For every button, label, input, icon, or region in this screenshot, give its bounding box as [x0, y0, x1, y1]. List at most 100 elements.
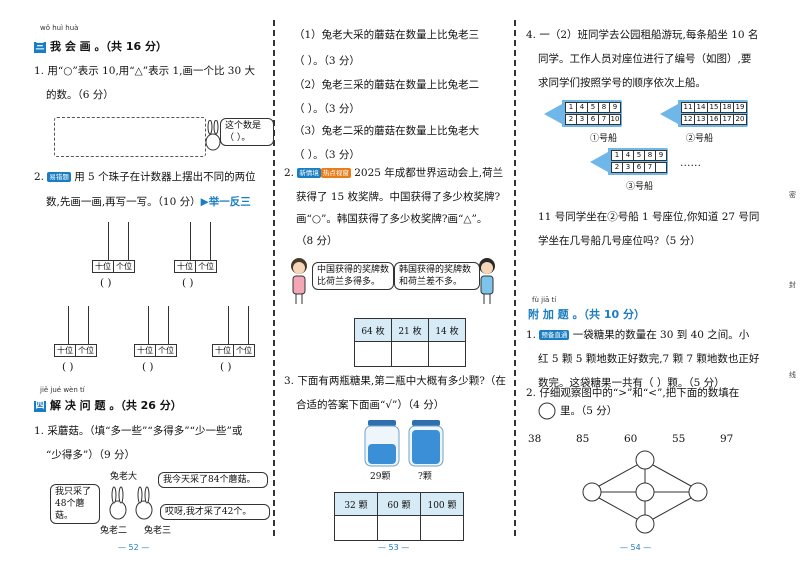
tens-label: 十位 [57, 346, 73, 355]
answer-cell[interactable] [334, 515, 378, 541]
candy-table: 32 颗 60 颗 100 颗 [334, 492, 464, 541]
tens-label: 十位 [215, 346, 231, 355]
seal-line-text: 封 [789, 281, 796, 289]
answer-bubble: 这个数是（ ）。 [220, 118, 274, 146]
abacus-base: 十位个位 [174, 260, 217, 273]
question-text: 11 号同学坐在②号船 1 号座位,你知道 27 号同 [538, 211, 760, 223]
number: 97 [720, 433, 734, 445]
seat: 16 [707, 114, 721, 125]
question-text: 用 5 个珠子在计数器上摆出不同的两位 [74, 171, 256, 183]
seat: 9 [609, 102, 621, 113]
comparison-diagram [582, 450, 708, 534]
ellipsis: …… [680, 157, 701, 169]
answer-cell[interactable] [354, 341, 392, 367]
question-text: 2. 仔细观察图中的“>”和“<”,把下面的数填在 [526, 387, 740, 399]
boat-bow [660, 103, 678, 124]
jar-2 [408, 420, 444, 467]
section-title: 我 会 画 。（共 16 分） [50, 40, 167, 53]
page-number: — 52 — [118, 543, 150, 552]
question-text: 里。（5 分） [560, 405, 618, 417]
bonus-question-1: 1. 预备直通 一袋糖果的数量在 30 到 40 之间。小 [526, 328, 749, 342]
medal-option: 21 枚 [391, 318, 429, 342]
answer-line[interactable]: （ ）。（3 分） [294, 55, 360, 67]
page-divider [273, 20, 275, 536]
jar-label: 29颗 [370, 472, 391, 482]
answer-cell[interactable] [377, 515, 421, 541]
question-text: 红 5 颗 5 颗地数正好数完,7 颗 7 颗地数也正好 [538, 353, 760, 365]
bonus-header: 附 加 题 。（共 10 分） [528, 308, 645, 321]
answer-parenthesis[interactable]: ( ) [62, 361, 74, 373]
seat: 11 [681, 102, 695, 113]
rabbit-name: 兔老三 [144, 526, 172, 536]
answer-parenthesis[interactable]: ( ) [142, 361, 154, 373]
abacus-rod [88, 306, 89, 344]
candy-option: 32 颗 [334, 492, 378, 516]
example-link[interactable]: ▶举一反三 [200, 196, 251, 208]
number: 55 [672, 433, 686, 445]
rabbits-illustration [109, 486, 153, 520]
question-text: 1. 采蘑菇。（填“多一些”“多得多”“少一些”或 [34, 425, 243, 437]
boat-bow [590, 151, 608, 172]
girl-illustration [291, 258, 307, 304]
question-text: 2025 年成都世界运动会上,荷兰 [354, 167, 504, 179]
section-4-header: 四解 决 问 题 。（共 26 分） [34, 397, 182, 413]
abacus-base: 十位个位 [92, 260, 135, 273]
page-54: 4. 一（2）班同学去公园租船游玩,每条船坐 10 名 同学。工作人员对座位进行… [520, 0, 782, 566]
answer-parenthesis[interactable]: ( ) [220, 361, 232, 373]
question-number: 2. [34, 171, 45, 183]
abacus-rod [248, 306, 249, 344]
rabbit-name: 兔老二 [100, 526, 128, 536]
pinyin: jiě jué wèn tí [40, 386, 85, 394]
blank-circle [582, 482, 602, 502]
boy-illustration [479, 258, 495, 304]
ones-label: 个位 [113, 261, 134, 272]
question-text: “少得多”）（9 分） [46, 449, 136, 461]
drawing-area[interactable] [54, 117, 206, 157]
ones-label: 个位 [155, 345, 176, 356]
jar-1 [364, 420, 400, 467]
seat: 17 [720, 114, 734, 125]
subquestion-text: （3）兔老二采的蘑菇在数量上比兔老大 [294, 125, 480, 137]
speech-bubble: 哎呀,我才采了42个。 [160, 504, 270, 520]
page-divider [514, 20, 516, 536]
new-context-tag: 新情境 [297, 168, 321, 178]
number: 38 [528, 433, 542, 445]
speech-bubble: 我只采了48个蘑菇。 [50, 484, 100, 524]
error-prone-tag: 易错题 [47, 172, 71, 182]
medal-option: 14 枚 [428, 318, 466, 342]
answer-line[interactable]: （ ）。（3 分） [294, 149, 360, 161]
medal-table: 64 枚 21 枚 14 枚 [354, 318, 466, 367]
seat: 12 [681, 114, 695, 125]
rabbit-name: 兔老大 [110, 472, 138, 482]
answer-cell[interactable] [428, 341, 466, 367]
seat: 19 [733, 102, 747, 113]
abacus-rod [148, 306, 149, 344]
answer-cell[interactable] [391, 341, 429, 367]
prep-tag: 预备直通 [539, 330, 570, 340]
abacus-rod [210, 222, 211, 260]
boat-label: ①号船 [590, 134, 618, 144]
question-text-part: 数,先画一画,再写一写。（10 分） [46, 196, 201, 208]
boat-label: ②号船 [686, 134, 714, 144]
question-2: 2. 新情境热点视窗 2025 年成都世界运动会上,荷兰 [284, 166, 503, 180]
tens-label: 十位 [137, 346, 153, 355]
page-53: （1）兔老大采的蘑菇在数量上比兔老三 （ ）。（3 分） （2）兔老三采的蘑菇在… [278, 0, 510, 566]
answer-cell[interactable] [420, 515, 464, 541]
candy-option: 100 颗 [420, 492, 464, 516]
tens-label: 十位 [95, 262, 111, 271]
abacus-base: 十位个位 [212, 344, 255, 357]
question-text: 求同学们按照学号的顺序依次上船。 [538, 77, 706, 89]
tens-label: 十位 [177, 262, 193, 271]
answer-line[interactable]: （ ）。（3 分） [294, 103, 360, 115]
answer-parenthesis[interactable]: ( ) [100, 277, 112, 289]
question-text: 3. 下面有两瓶糖果,第二瓶中大概有多少颗?（在 [284, 375, 506, 387]
question-text: 画“○”。韩国获得了多少枚奖牌?画“△”。 [296, 213, 488, 225]
answer-parenthesis[interactable]: ( ) [182, 277, 194, 289]
seat: 10 [609, 114, 621, 125]
question-text: 1. 用“○”表示 10,用“△”表示 1,画一个比 30 大 [34, 65, 255, 77]
candy-option: 60 颗 [377, 492, 421, 516]
blank-circle [688, 482, 708, 502]
